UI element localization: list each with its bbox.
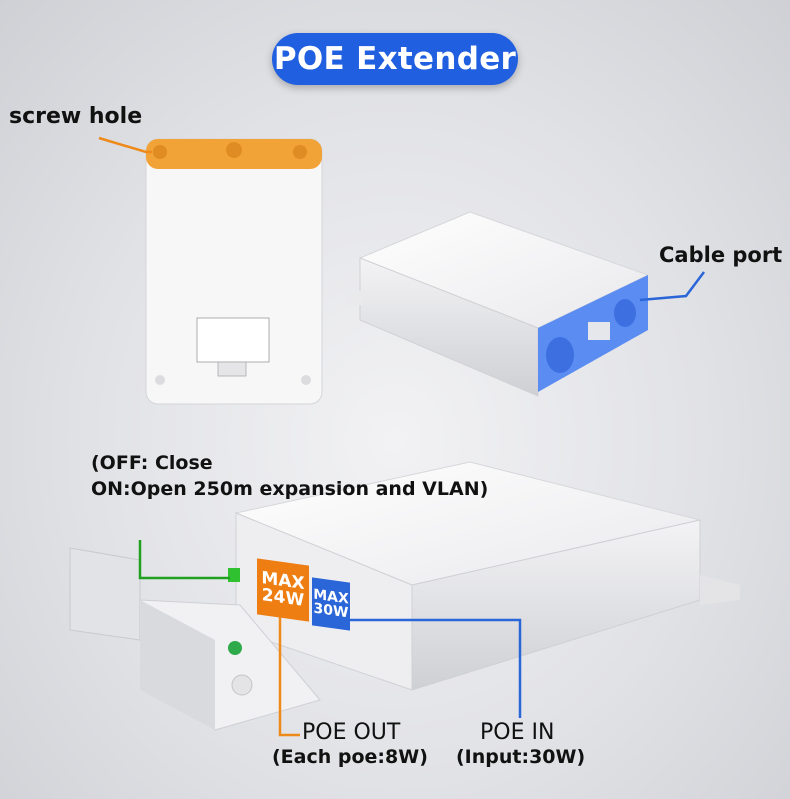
main-device <box>69 461 740 731</box>
page-title: POE Extender <box>273 41 517 77</box>
switch-on-label: ON:Open 250m expansion and VLAN) <box>91 478 489 500</box>
cable-port-pointer <box>639 271 705 302</box>
switch-off-label: (OFF: Close <box>91 452 213 474</box>
poe-in-title: POE IN <box>480 720 555 745</box>
max-24w-tag: MAX 24W <box>257 558 309 622</box>
poe-out-subtitle: (Each poe:8W) <box>272 746 428 768</box>
poe-in-pointer <box>345 618 522 718</box>
screw-hole-pointer <box>98 136 152 154</box>
max-24w-line2: 24W <box>261 585 305 611</box>
cable-port-device <box>346 211 650 397</box>
product-label-sticker <box>196 317 270 363</box>
max-30w-tag: MAX 30W <box>312 577 350 631</box>
back-plate-device <box>145 138 323 405</box>
poe-out-pointer <box>278 610 300 737</box>
title-banner: POE Extender <box>272 33 518 85</box>
poe-in-subtitle: (Input:30W) <box>456 746 586 768</box>
switch-pointer <box>138 540 230 580</box>
screw-hole-label: screw hole <box>9 104 143 129</box>
poe-out-title: POE OUT <box>302 720 401 745</box>
cable-port-label: Cable port <box>659 243 783 267</box>
max-30w-line2: 30W <box>313 600 349 622</box>
